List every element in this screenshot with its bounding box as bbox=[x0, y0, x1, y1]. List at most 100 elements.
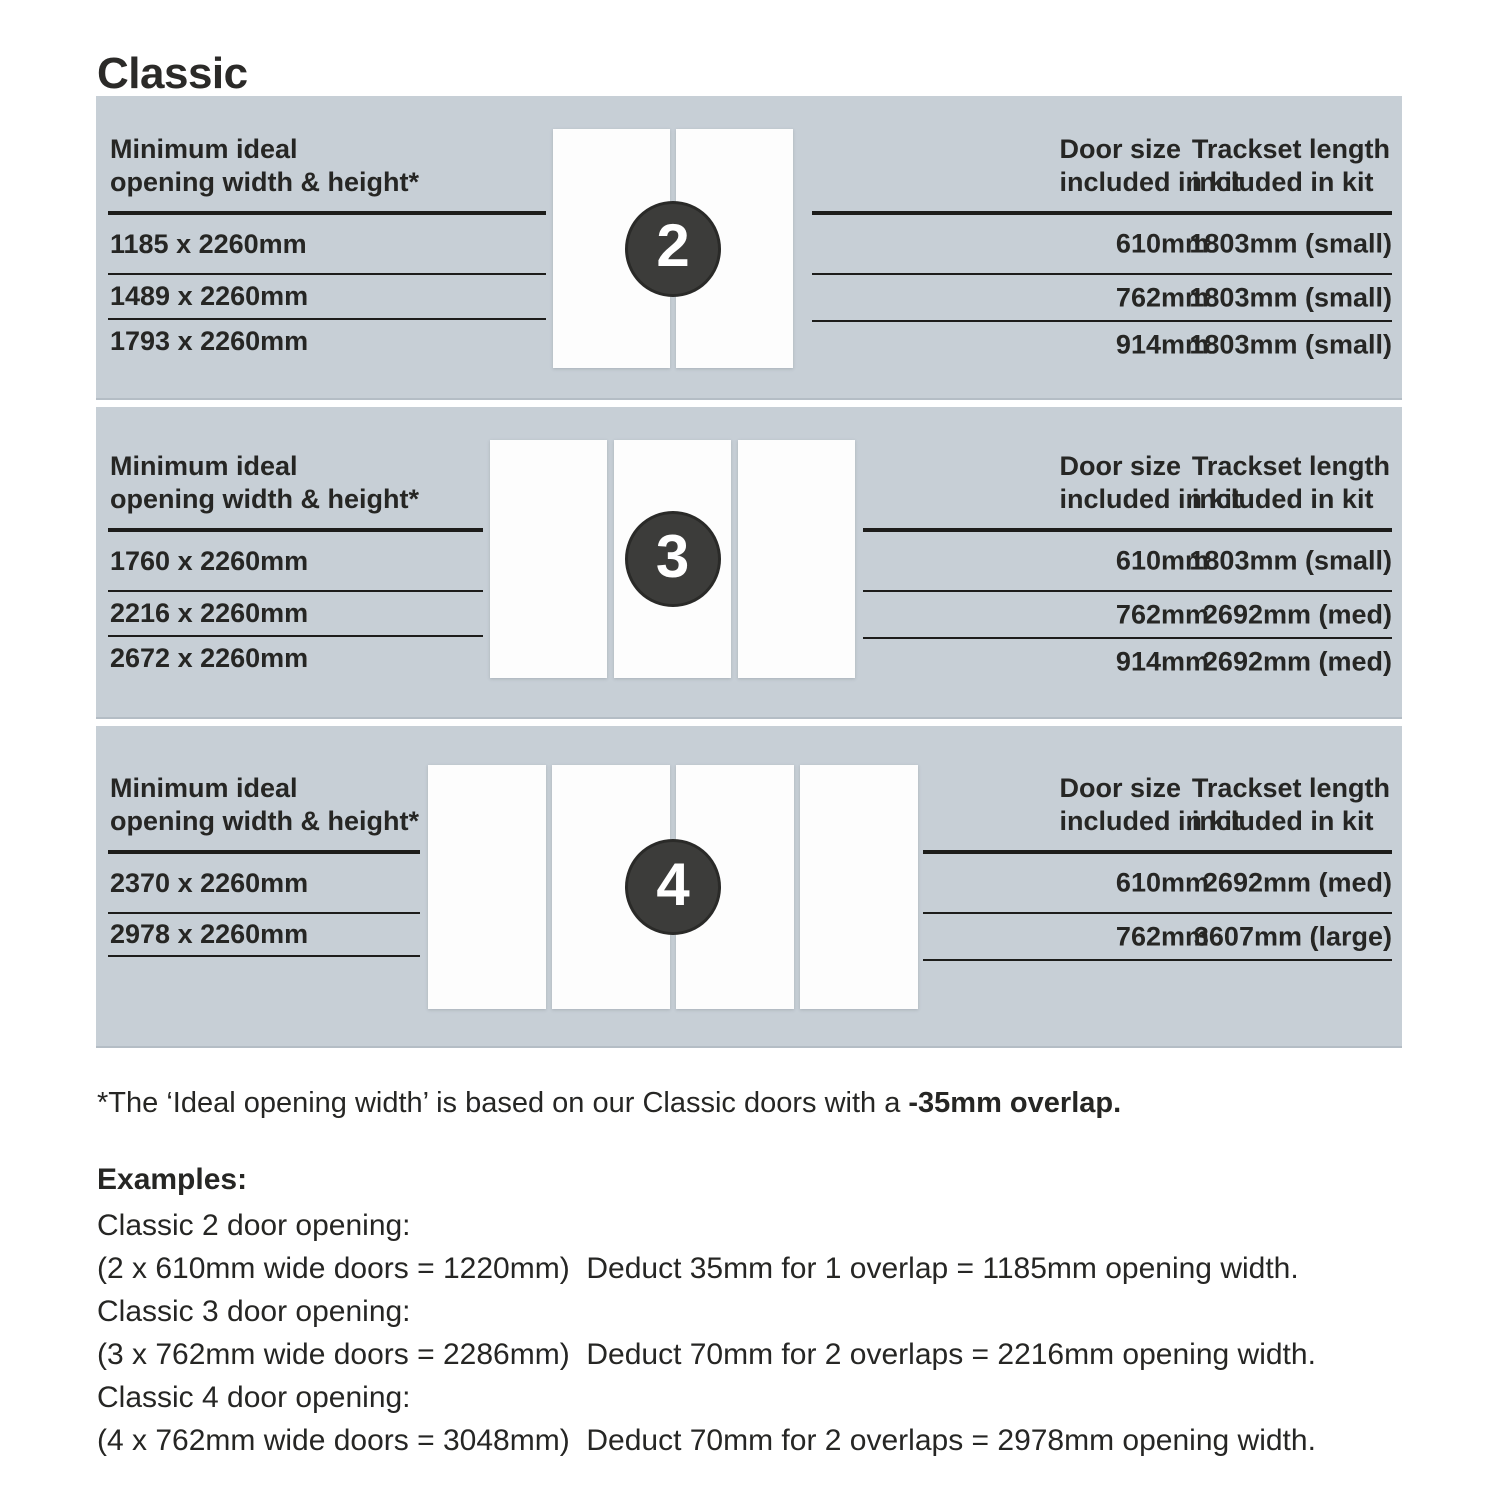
door-diagram-3: 3 bbox=[490, 440, 855, 678]
trackset-header-line2: included in kit bbox=[1191, 806, 1374, 836]
example-label: Classic 4 door opening: bbox=[97, 1381, 411, 1414]
trackset-header-line1: Trackset length bbox=[1191, 451, 1390, 481]
opening-size-header-text: Minimum ideal opening width & height* bbox=[110, 450, 419, 516]
trackset-header-line2: included in kit bbox=[1191, 484, 1374, 514]
door-size-value: 762mm bbox=[1115, 921, 1209, 951]
opening-header-line2: opening width & height* bbox=[110, 806, 419, 836]
opening-header-line2: opening width & height* bbox=[110, 484, 419, 514]
kit-spec-row: 762mm 2692mm (med) bbox=[863, 590, 1392, 637]
kit-spec-table: Door size included in kit Trackset lengt… bbox=[812, 96, 1392, 367]
opening-size-value: 2370 x 2260mm bbox=[110, 867, 309, 898]
example-label: Classic 2 door opening: bbox=[97, 1209, 411, 1242]
door-count: 4 bbox=[656, 850, 690, 918]
trackset-length-header: Trackset length included in kit bbox=[1192, 133, 1390, 199]
trackset-length-value: 1803mm (small) bbox=[1189, 228, 1392, 259]
door-count-badge: 2 bbox=[625, 200, 721, 297]
door-panel bbox=[490, 440, 607, 678]
footnote-text: *The ‘Ideal opening width’ is based on o… bbox=[97, 1087, 909, 1119]
example-calc: (4 x 762mm wide doors = 3048mm) Deduct 7… bbox=[97, 1424, 1316, 1457]
door-size-value: 610mm bbox=[1115, 867, 1209, 898]
door-size-header: Door size included in kit bbox=[1059, 450, 1241, 516]
opening-size-value: 1489 x 2260mm bbox=[108, 273, 546, 318]
opening-size-header: Minimum ideal opening width & height* bbox=[108, 96, 546, 215]
trackset-length-value: 1803mm (small) bbox=[1189, 545, 1392, 576]
door-size-value: 914mm bbox=[1115, 646, 1209, 676]
opening-header-line1: Minimum ideal bbox=[110, 773, 298, 803]
example-calc: (2 x 610mm wide doors = 1220mm) Deduct 3… bbox=[97, 1252, 1299, 1285]
opening-size-table: Minimum ideal opening width & height* 17… bbox=[108, 407, 483, 680]
door-size-value: 762mm bbox=[1115, 599, 1209, 629]
door-size-value: 914mm bbox=[1115, 329, 1209, 359]
door-count: 3 bbox=[655, 522, 690, 590]
kit-spec-header: Door size included in kit Trackset lengt… bbox=[863, 407, 1392, 532]
trackset-header-line1: Trackset length bbox=[1191, 134, 1390, 164]
kit-spec-row: 914mm 2692mm (med) bbox=[863, 637, 1392, 684]
door-size-value: 610mm bbox=[1115, 228, 1209, 259]
classic-3-door-panel: Minimum ideal opening width & height* 17… bbox=[96, 407, 1402, 719]
opening-size-table: Minimum ideal opening width & height* 23… bbox=[108, 726, 420, 957]
kit-spec-table: Door size included in kit Trackset lengt… bbox=[923, 726, 1392, 961]
trackset-length-value: 2692mm (med) bbox=[1202, 599, 1392, 629]
door-size-header: Door size included in kit bbox=[1059, 133, 1241, 199]
door-diagram-2: 2 bbox=[553, 129, 793, 368]
examples-heading: Examples: bbox=[97, 1163, 248, 1196]
opening-size-value: 2978 x 2260mm bbox=[108, 912, 420, 957]
door-diagram-4: 4 bbox=[428, 765, 918, 1009]
trackset-length-header: Trackset length included in kit bbox=[1192, 450, 1390, 516]
example-calc: (3 x 762mm wide doors = 2286mm) Deduct 7… bbox=[97, 1338, 1316, 1371]
opening-size-value: 2672 x 2260mm bbox=[108, 635, 483, 680]
footnote-bold: -35mm overlap. bbox=[908, 1087, 1122, 1119]
door-size-header-line1: Door size bbox=[1059, 773, 1182, 803]
door-count-badge: 4 bbox=[625, 839, 721, 935]
overlap-footnote: *The ‘Ideal opening width’ is based on o… bbox=[97, 1086, 1417, 1121]
opening-size-header-text: Minimum ideal opening width & height* bbox=[110, 772, 419, 838]
opening-size-table: Minimum ideal opening width & height* 11… bbox=[108, 96, 546, 363]
example-label: Classic 3 door opening: bbox=[97, 1295, 411, 1328]
kit-spec-row: 610mm 2692mm (med) bbox=[923, 854, 1392, 912]
opening-size-header-text: Minimum ideal opening width & height* bbox=[110, 133, 419, 199]
door-panel bbox=[738, 440, 855, 678]
trackset-length-header: Trackset length included in kit bbox=[1192, 772, 1390, 838]
opening-size-value: 2216 x 2260mm bbox=[108, 590, 483, 635]
kit-spec-row: 762mm 3607mm (large) bbox=[923, 912, 1392, 961]
trackset-length-value: 2692mm (med) bbox=[1202, 867, 1392, 898]
trackset-length-value: 1803mm (small) bbox=[1189, 329, 1392, 359]
trackset-length-value: 2692mm (med) bbox=[1202, 646, 1392, 676]
door-size-header-line2: included in kit bbox=[1059, 806, 1241, 836]
kit-spec-table: Door size included in kit Trackset lengt… bbox=[863, 407, 1392, 684]
door-count-badge: 3 bbox=[624, 511, 721, 607]
opening-header-line1: Minimum ideal bbox=[110, 451, 298, 481]
trackset-header-line1: Trackset length bbox=[1191, 773, 1390, 803]
opening-size-header: Minimum ideal opening width & height* bbox=[108, 726, 420, 854]
kit-spec-row: 914mm 1803mm (small) bbox=[812, 320, 1392, 367]
opening-header-line2: opening width & height* bbox=[110, 167, 419, 197]
opening-size-value: 1760 x 2260mm bbox=[110, 545, 309, 576]
page-title: Classic bbox=[97, 49, 248, 99]
door-size-header-line2: included in kit bbox=[1059, 167, 1241, 197]
opening-size-header: Minimum ideal opening width & height* bbox=[108, 407, 483, 532]
kit-spec-header: Door size included in kit Trackset lengt… bbox=[812, 96, 1392, 215]
opening-header-line1: Minimum ideal bbox=[110, 134, 298, 164]
door-size-value: 610mm bbox=[1115, 545, 1209, 576]
examples-list: Classic 2 door opening: (2 x 610mm wide … bbox=[97, 1204, 1417, 1462]
door-size-header-line1: Door size bbox=[1059, 451, 1182, 481]
door-size-header-line2: included in kit bbox=[1059, 484, 1241, 514]
classic-2-door-panel: Minimum ideal opening width & height* 11… bbox=[96, 96, 1402, 400]
opening-size-value: 1793 x 2260mm bbox=[108, 318, 546, 363]
door-panel bbox=[800, 765, 918, 1009]
footer-notes: *The ‘Ideal opening width’ is based on o… bbox=[97, 1086, 1417, 1462]
classic-4-door-panel: Minimum ideal opening width & height* 23… bbox=[96, 726, 1402, 1048]
kit-spec-header: Door size included in kit Trackset lengt… bbox=[923, 726, 1392, 854]
trackset-length-value: 1803mm (small) bbox=[1189, 282, 1392, 312]
door-size-value: 762mm bbox=[1115, 282, 1209, 312]
trackset-header-line2: included in kit bbox=[1191, 167, 1374, 197]
kit-spec-row: 610mm 1803mm (small) bbox=[812, 215, 1392, 273]
kit-spec-row: 610mm 1803mm (small) bbox=[863, 532, 1392, 590]
door-size-header-line1: Door size bbox=[1059, 134, 1182, 164]
door-size-header: Door size included in kit bbox=[1059, 772, 1241, 838]
kit-spec-row: 762mm 1803mm (small) bbox=[812, 273, 1392, 320]
opening-size-value: 1185 x 2260mm bbox=[110, 228, 307, 259]
door-count: 2 bbox=[656, 212, 690, 279]
door-panel bbox=[428, 765, 546, 1009]
trackset-length-value: 3607mm (large) bbox=[1193, 921, 1392, 951]
